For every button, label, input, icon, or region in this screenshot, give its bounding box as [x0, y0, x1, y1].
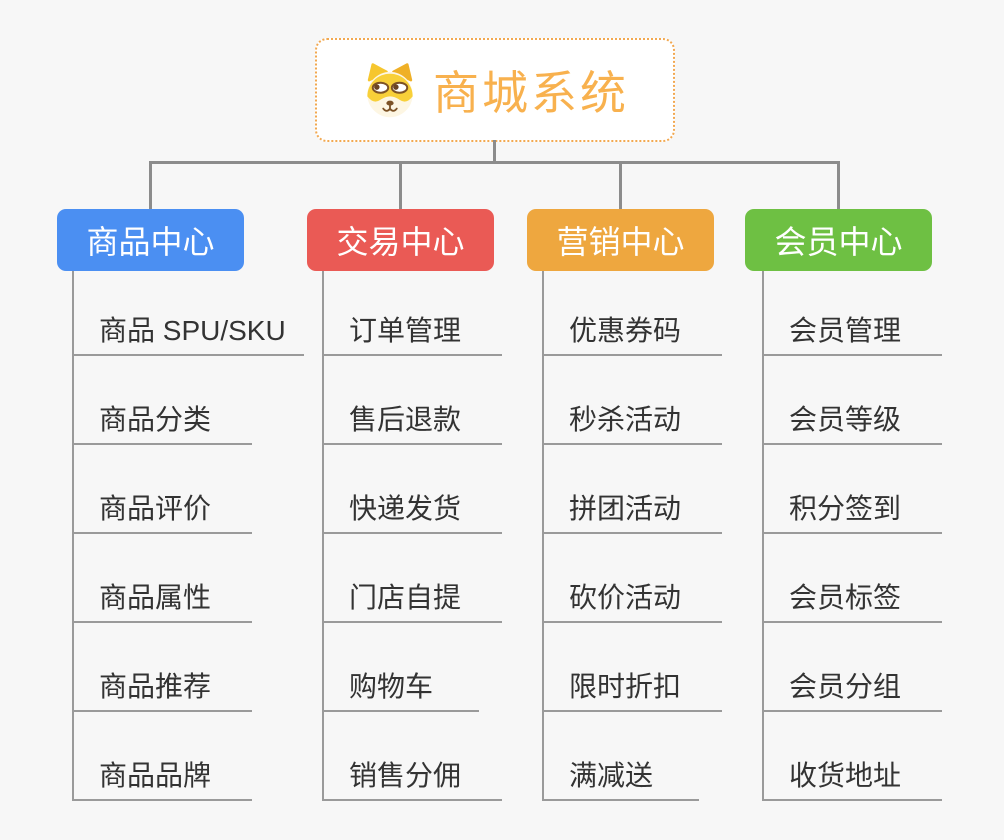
branch-node-marketing-center[interactable]: 营销中心 [527, 209, 714, 271]
branch-trunk [542, 271, 544, 801]
dog-face-icon [367, 63, 413, 118]
connector-bus [149, 161, 840, 164]
connector-drop [149, 161, 152, 210]
connector-root-stem [493, 140, 496, 162]
child-node[interactable]: 售后退款 [322, 390, 502, 445]
child-node[interactable]: 优惠券码 [542, 301, 722, 356]
child-node[interactable]: 商品分类 [72, 390, 252, 445]
root-node[interactable]: 商城系统 [315, 38, 675, 142]
connector-drop [399, 161, 402, 210]
branch-trunk [762, 271, 764, 801]
branch-trunk [72, 271, 74, 801]
child-node[interactable]: 积分签到 [762, 479, 942, 534]
child-node[interactable]: 秒杀活动 [542, 390, 722, 445]
child-node[interactable]: 砍价活动 [542, 568, 722, 623]
branch-node-trade-center[interactable]: 交易中心 [307, 209, 494, 271]
child-node[interactable]: 限时折扣 [542, 657, 722, 712]
child-node[interactable]: 商品评价 [72, 479, 252, 534]
child-node[interactable]: 会员管理 [762, 301, 942, 356]
branch-trunk [322, 271, 324, 801]
child-node[interactable]: 购物车 [322, 657, 479, 712]
connector-drop [619, 161, 622, 210]
branch-node-product-center[interactable]: 商品中心 [57, 209, 244, 271]
child-node[interactable]: 订单管理 [322, 301, 502, 356]
child-node[interactable]: 收货地址 [762, 746, 942, 801]
child-node[interactable]: 会员等级 [762, 390, 942, 445]
connector-drop [837, 161, 840, 210]
child-node[interactable]: 商品品牌 [72, 746, 252, 801]
child-node[interactable]: 销售分佣 [322, 746, 502, 801]
branch-node-member-center[interactable]: 会员中心 [745, 209, 932, 271]
root-title: 商城系统 [433, 67, 629, 119]
child-node[interactable]: 商品 SPU/SKU [72, 301, 304, 356]
child-node[interactable]: 满减送 [542, 746, 699, 801]
child-node[interactable]: 会员标签 [762, 568, 942, 623]
child-node[interactable]: 快递发货 [322, 479, 502, 534]
child-node[interactable]: 门店自提 [322, 568, 502, 623]
child-node[interactable]: 商品推荐 [72, 657, 252, 712]
child-node[interactable]: 拼团活动 [542, 479, 722, 534]
child-node[interactable]: 商品属性 [72, 568, 252, 623]
child-node[interactable]: 会员分组 [762, 657, 942, 712]
